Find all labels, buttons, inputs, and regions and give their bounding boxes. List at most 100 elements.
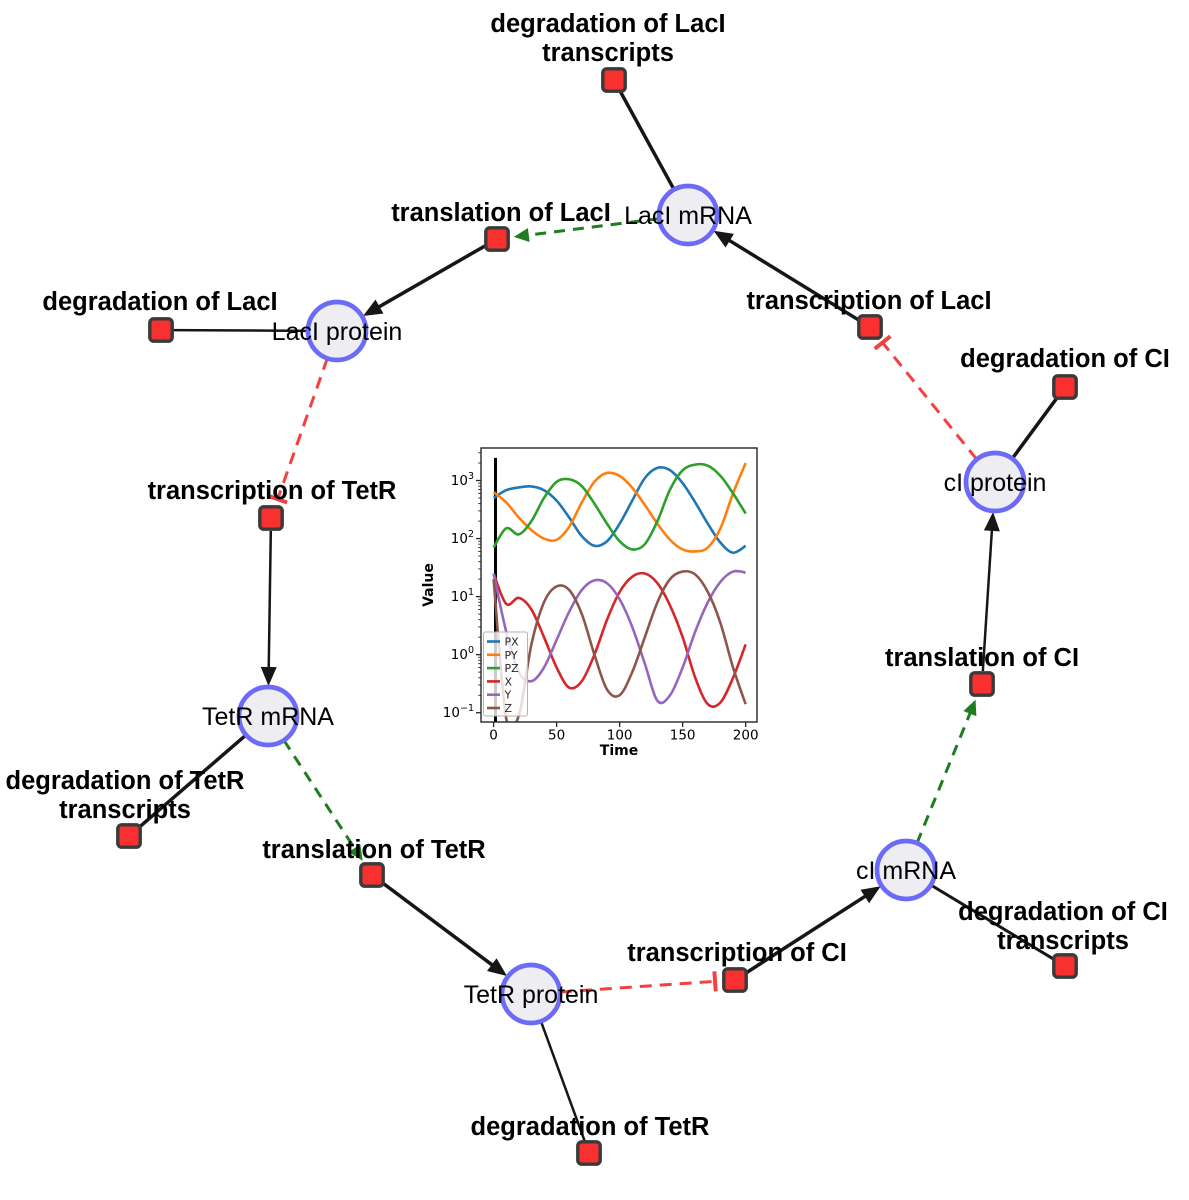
edge-ci-mrna-to-deg-ci-tr — [930, 883, 1056, 962]
reaction-label-deg-ci-tr-line0: degradation of CI — [958, 898, 1168, 926]
edge-laci-protein-to-transcr-tetr — [276, 357, 329, 500]
edge-ci-protein-to-transcr-laci — [881, 341, 978, 461]
reaction-node-deg-tetr-tr[interactable] — [116, 823, 142, 849]
reaction-node-transcr-tetr[interactable] — [258, 505, 284, 531]
species-label-tetr-protein: TetR protein — [464, 981, 599, 1009]
legend-label-PZ: PZ — [505, 662, 520, 675]
edge-transl-ci-to-ci-protein — [981, 525, 994, 672]
reaction-node-deg-ci[interactable] — [1052, 374, 1078, 400]
species-node-ci-protein[interactable] — [963, 450, 1027, 514]
series-line-PX — [492, 466, 747, 555]
reaction-label-deg-tetr-line0: degradation of TetR — [471, 1113, 710, 1141]
legend-label-PX: PX — [505, 636, 520, 649]
species-label-ci-mrna: cI mRNA — [856, 857, 956, 885]
reaction-node-transl-ci[interactable] — [969, 671, 995, 697]
edge-transcr-tetr-to-tetr-mrna-arrowhead — [260, 666, 277, 687]
edge-transcr-tetr-to-tetr-mrna — [267, 530, 273, 673]
y-tick-label: 100 — [451, 645, 474, 663]
reaction-node-transl-tetr[interactable] — [359, 862, 385, 888]
species-label-tetr-mrna: TetR mRNA — [202, 703, 334, 731]
legend-label-Y: Y — [504, 689, 512, 702]
x-tick-label: 100 — [607, 728, 633, 744]
edge-tetr-protein-to-transcr-ci — [559, 979, 716, 994]
axes-ticks: 0 50 100 150 200 10−1 100 101 102 103 — [443, 452, 759, 744]
edge-ci-protein-to-transcr-laci-tbar — [873, 334, 892, 351]
y-tick-label: 102 — [451, 529, 474, 547]
edge-transl-tetr-to-tetr-protein — [381, 881, 498, 970]
x-axis-label: Time — [600, 743, 638, 759]
species-label-ci-protein: cI protein — [944, 469, 1047, 497]
reaction-label-deg-laci-line0: degradation of LacI — [42, 288, 277, 316]
edge-tetr-mrna-to-transl-tetr-arrowhead — [348, 844, 363, 861]
legend-label-Z: Z — [505, 702, 513, 715]
edge-ci-mrna-to-transl-ci-arrowhead — [963, 699, 977, 717]
reaction-label-deg-laci-tr-line0: degradation of LacI — [490, 10, 725, 38]
reaction-node-transcr-ci[interactable] — [722, 967, 748, 993]
edge-transl-laci-to-laci-protein — [373, 243, 487, 311]
series-line-Z — [492, 569, 747, 722]
legend-label-PY: PY — [505, 649, 518, 662]
edge-tetr-mrna-to-deg-tetr-tr — [136, 733, 248, 830]
edge-laci-mrna-to-transl-laci-arrowhead — [513, 228, 530, 242]
reaction-label-deg-ci-tr-line1: transcripts — [997, 927, 1129, 955]
edge-transcr-laci-to-laci-mrna-arrowhead — [713, 230, 734, 248]
reaction-node-deg-ci-tr[interactable] — [1052, 953, 1078, 979]
edge-laci-mrna-to-deg-laci-tr — [618, 89, 676, 191]
reaction-label-deg-tetr-tr-line0: degradation of TetR — [6, 767, 245, 795]
y-tick-label: 10−1 — [443, 703, 474, 721]
nodes-layer — [116, 67, 1078, 1166]
edge-tetr-mrna-to-transl-tetr — [282, 739, 358, 852]
reaction-node-deg-laci[interactable] — [148, 317, 174, 343]
edges-layer — [136, 89, 1060, 1143]
edge-tetr-protein-to-deg-tetr — [539, 1020, 587, 1143]
reaction-node-transl-laci[interactable] — [484, 226, 510, 252]
reaction-label-deg-laci-tr-line1: transcripts — [542, 39, 674, 67]
x-tick-label: 0 — [489, 728, 498, 744]
reaction-node-deg-laci-tr[interactable] — [601, 67, 627, 93]
species-node-laci-protein[interactable] — [305, 299, 369, 363]
reaction-label-deg-ci-line0: degradation of CI — [960, 345, 1170, 373]
y-tick-label: 101 — [451, 587, 474, 605]
edge-ci-mrna-to-transl-ci — [915, 710, 973, 844]
edge-transl-tetr-to-tetr-protein-arrowhead — [486, 958, 507, 977]
edge-transcr-ci-to-ci-mrna-arrowhead — [860, 886, 881, 904]
edge-laci-protein-to-deg-laci — [172, 328, 309, 333]
edge-ci-protein-to-deg-ci — [1010, 395, 1060, 460]
series-line-PZ — [492, 462, 747, 551]
series-line-X — [492, 571, 747, 708]
reaction-label-transcr-ci-line0: transcription of CI — [627, 939, 847, 967]
reaction-label-transl-tetr-line0: translation of TetR — [262, 836, 485, 864]
edge-transl-laci-to-laci-protein-arrowhead — [363, 299, 384, 317]
reaction-node-deg-tetr[interactable] — [576, 1140, 602, 1166]
x-tick-label: 200 — [733, 728, 759, 744]
y-axis-label: Value — [421, 563, 437, 607]
x-tick-label: 50 — [548, 728, 565, 744]
edge-tetr-protein-to-transcr-ci-tbar — [712, 971, 718, 992]
species-label-laci-protein: LacI protein — [272, 318, 403, 346]
edge-transcr-laci-to-laci-mrna — [723, 236, 860, 322]
reaction-label-transcr-tetr-line0: transcription of TetR — [148, 477, 397, 505]
species-node-tetr-mrna[interactable] — [236, 684, 300, 748]
species-node-laci-mrna[interactable] — [656, 183, 720, 247]
species-label-laci-mrna: LacI mRNA — [624, 202, 752, 230]
edge-laci-protein-to-transcr-tetr-tbar — [267, 493, 288, 505]
reaction-label-transl-ci-line0: translation of CI — [885, 644, 1079, 672]
legend-label-X: X — [505, 675, 513, 688]
series-line-PY — [492, 462, 747, 553]
reaction-label-deg-tetr-tr-line1: transcripts — [59, 796, 191, 824]
species-node-tetr-protein[interactable] — [499, 962, 563, 1026]
reaction-label-transl-laci-line0: translation of LacI — [391, 199, 611, 227]
edge-laci-mrna-to-transl-laci — [525, 217, 660, 237]
edge-transl-ci-to-ci-protein-arrowhead — [983, 511, 1000, 532]
y-tick-label: 103 — [451, 471, 474, 489]
x-tick-label: 150 — [670, 728, 696, 744]
series-line-Y — [492, 569, 746, 705]
reaction-node-transcr-laci[interactable] — [857, 314, 883, 340]
edge-transcr-ci-to-ci-mrna — [744, 891, 871, 975]
species-node-ci-mrna[interactable] — [874, 838, 938, 902]
